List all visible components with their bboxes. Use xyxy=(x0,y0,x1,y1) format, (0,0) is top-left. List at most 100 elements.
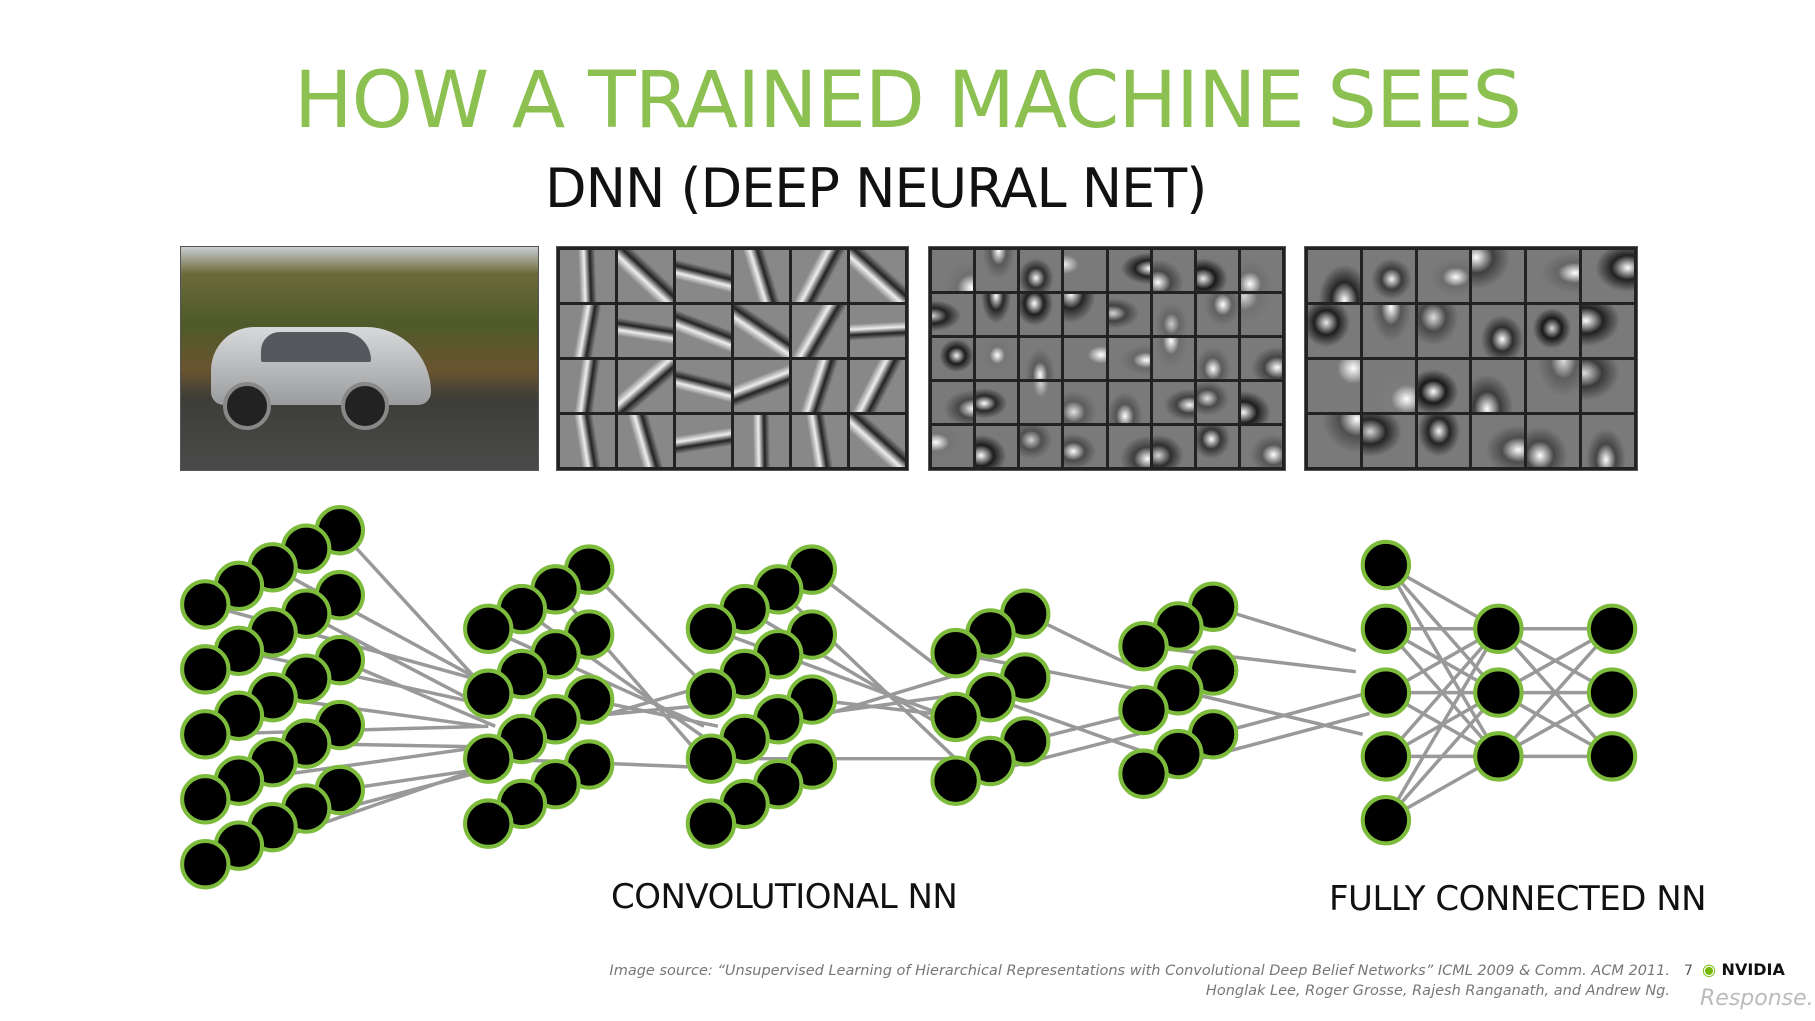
filter-cell xyxy=(618,305,673,357)
filter-cell xyxy=(976,250,1018,291)
filter-cell xyxy=(850,360,905,412)
neuron-node xyxy=(1586,731,1638,782)
filter-cell xyxy=(1240,294,1282,335)
filter-cell xyxy=(560,415,615,467)
filter-cell xyxy=(734,305,789,357)
slide-title: HOW A TRAINED MACHINE SEES xyxy=(293,56,1522,146)
neuron-node xyxy=(463,668,514,719)
filter-cell xyxy=(1152,338,1194,379)
neuron-node xyxy=(180,644,231,695)
connection-edge xyxy=(271,565,490,686)
neuron-node xyxy=(180,774,231,825)
filter-cell xyxy=(932,250,974,291)
filter-cell xyxy=(1472,415,1525,467)
neuron-node xyxy=(463,733,514,784)
image-source-citation: Image source: “Unsupervised Learning of … xyxy=(609,963,1670,979)
neuron-node xyxy=(1118,620,1169,672)
filter-cell xyxy=(1417,250,1470,302)
connection-edge xyxy=(1177,688,1364,737)
filter-cell xyxy=(676,360,731,412)
filter-cell xyxy=(1582,415,1634,467)
filter-cell xyxy=(976,426,1018,467)
filter-cell xyxy=(1362,360,1415,412)
filter-cell xyxy=(1108,294,1150,335)
filter-cell xyxy=(976,294,1018,335)
filter-cell xyxy=(1240,382,1282,423)
filter-cell xyxy=(1108,338,1150,379)
neuron-node xyxy=(1360,731,1412,782)
filter-cell xyxy=(1308,250,1360,302)
filter-cell xyxy=(1152,382,1194,423)
filter-cell xyxy=(1240,426,1282,467)
filter-cell xyxy=(1527,305,1580,357)
image-source-authors: Honglak Lee, Roger Grosse, Rajesh Rangan… xyxy=(1205,983,1670,999)
filter-cell xyxy=(792,305,847,357)
input-car-photo xyxy=(180,246,539,471)
neuron-node xyxy=(1118,748,1169,799)
filter-cell xyxy=(618,250,673,302)
neuron-node xyxy=(1473,731,1524,782)
nvidia-logo: ◉ NVIDIA xyxy=(1702,960,1785,979)
filter-cell xyxy=(1064,250,1106,291)
page-number: 7 xyxy=(1684,963,1693,979)
neuron-node xyxy=(463,798,514,849)
filter-cell xyxy=(1308,360,1360,412)
connection-edge xyxy=(1212,690,1371,737)
filter-cell xyxy=(734,250,789,302)
filter-cell xyxy=(1020,338,1062,379)
filter-cell xyxy=(1108,426,1150,467)
filter-cell xyxy=(1527,360,1580,412)
filter-cell xyxy=(1417,360,1470,412)
neuron-node xyxy=(685,603,737,655)
connection-edge xyxy=(710,627,950,719)
filter-cell xyxy=(1064,294,1106,335)
neuron-node xyxy=(1586,603,1638,655)
connection-edge xyxy=(587,568,706,686)
filter-cell xyxy=(792,360,847,412)
conv-nn-label: CONVOLUTIONAL NN xyxy=(611,877,958,917)
connection-edge xyxy=(338,529,483,686)
filter-cell xyxy=(734,360,789,412)
response-watermark: Response. xyxy=(1700,986,1814,1011)
filter-cell xyxy=(1020,250,1062,291)
filter-cell xyxy=(1582,360,1634,412)
filter-cell xyxy=(1196,250,1238,291)
filter-cell xyxy=(1417,415,1470,467)
neuron-node xyxy=(1360,603,1412,655)
slide-subtitle: DNN (DEEP NEURAL NET) xyxy=(545,157,1207,220)
filter-cell xyxy=(1196,338,1238,379)
filter-cell xyxy=(1527,250,1580,302)
filter-cell xyxy=(932,294,974,335)
filter-cell xyxy=(1472,360,1525,412)
layer2-part-filters xyxy=(928,246,1286,471)
filter-cell xyxy=(676,415,731,467)
filter-cell xyxy=(1308,415,1360,467)
connection-edge xyxy=(989,695,1145,754)
filter-cell xyxy=(1362,250,1415,302)
neuron-node xyxy=(180,579,231,630)
filter-cell xyxy=(560,305,615,357)
neuron-node xyxy=(1473,667,1524,718)
filter-cell xyxy=(1108,382,1150,423)
filter-cell xyxy=(932,382,974,423)
filter-cell xyxy=(618,415,673,467)
filter-cell xyxy=(1308,305,1360,357)
neuron-node xyxy=(685,668,737,719)
filter-cell xyxy=(932,426,974,467)
filter-cell xyxy=(1527,415,1580,467)
layer1-edge-filters xyxy=(556,246,909,471)
filter-cell xyxy=(1152,294,1194,335)
filter-cell xyxy=(1240,338,1282,379)
filter-cell xyxy=(1472,250,1525,302)
neuron-node xyxy=(1360,667,1412,718)
neuron-node xyxy=(463,603,514,655)
neuron-node xyxy=(180,709,231,760)
neuron-node xyxy=(1586,667,1638,718)
neuron-node xyxy=(180,838,231,890)
filter-cell xyxy=(1064,382,1106,423)
filter-cell xyxy=(1362,305,1415,357)
filter-cell xyxy=(850,250,905,302)
connection-edge xyxy=(1497,627,1614,758)
filter-cell xyxy=(1196,426,1238,467)
